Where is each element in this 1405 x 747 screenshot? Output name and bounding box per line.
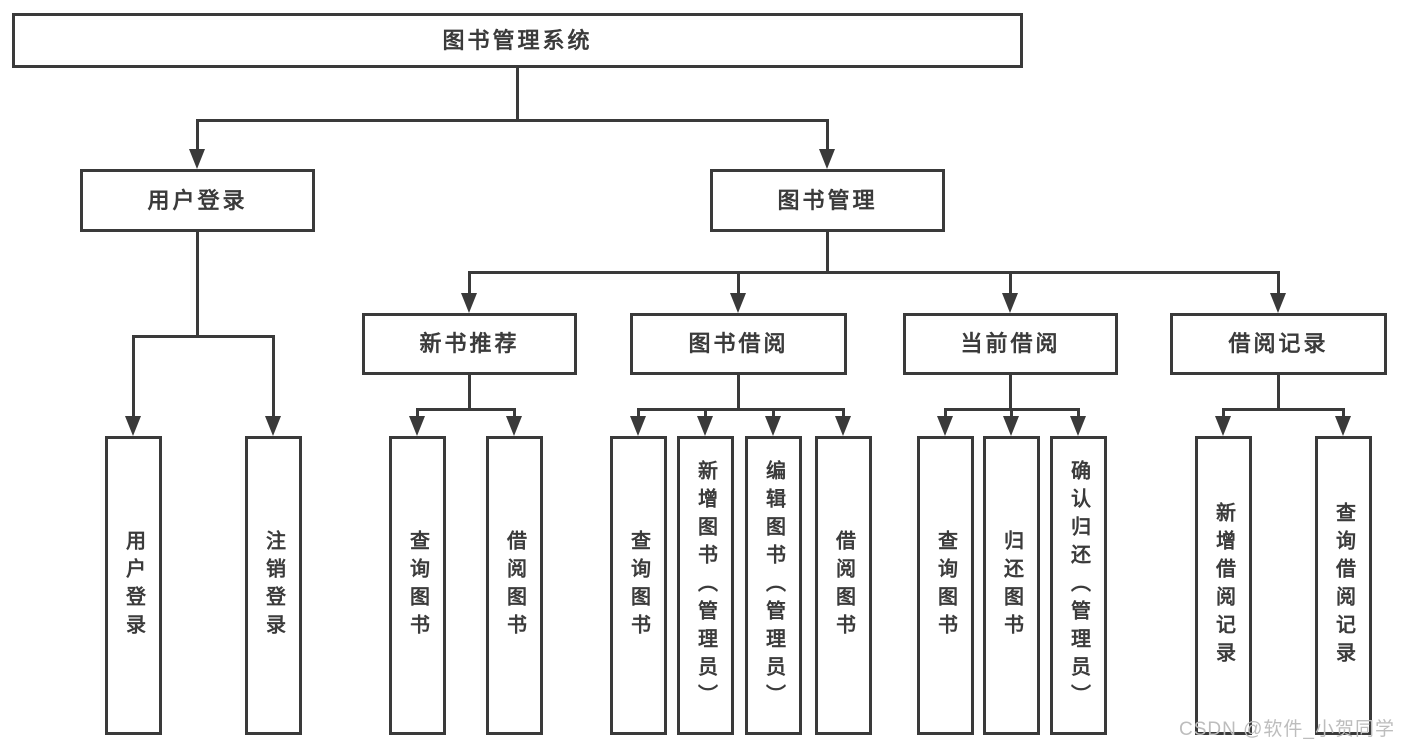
connector-vline: [944, 408, 947, 418]
leaf-recommend-borrow-books: 借阅图书: [486, 436, 543, 735]
connector-vline: [826, 232, 829, 274]
connector-hline: [196, 119, 829, 122]
connector-vline: [1010, 408, 1013, 418]
node-current-borrowing: 当前借阅: [903, 313, 1118, 375]
node-library-system: 图书管理系统: [12, 13, 1023, 68]
arrow-down-icon: [765, 416, 781, 436]
connector-vline: [1277, 271, 1280, 295]
node-book-management: 图书管理: [710, 169, 945, 232]
connector-hline: [468, 271, 1280, 274]
arrow-down-icon: [265, 416, 281, 436]
connector-vline: [513, 408, 516, 418]
connector-vline: [416, 408, 419, 418]
node-label: 用户登录: [147, 187, 248, 213]
connector-vline: [1342, 408, 1345, 418]
connector-vline: [272, 335, 275, 416]
arrow-down-icon: [1003, 416, 1019, 436]
leaf-records-query-record: 查询借阅记录: [1315, 436, 1372, 735]
connector-vline: [196, 232, 199, 335]
connector-vline: [637, 408, 640, 418]
leaf-borrowing-borrow-books: 借阅图书: [815, 436, 872, 735]
arrow-down-icon: [125, 416, 141, 436]
arrow-down-icon: [1335, 416, 1351, 436]
node-label: 当前借阅: [960, 331, 1061, 356]
node-user-login: 用户登录: [80, 169, 315, 232]
node-book-borrowing: 图书借阅: [630, 313, 847, 375]
node-label: 借阅记录: [1228, 331, 1329, 356]
connector-vline: [1277, 375, 1280, 411]
arrow-down-icon: [730, 293, 746, 313]
leaf-current-return-books: 归还图书: [983, 436, 1040, 735]
connector-vline: [1222, 408, 1225, 418]
leaf-user-login: 用户登录: [105, 436, 162, 735]
connector-hline: [1222, 408, 1345, 411]
arrow-down-icon: [506, 416, 522, 436]
arrow-down-icon: [461, 293, 477, 313]
node-label: 查询图书: [627, 529, 650, 642]
connector-vline: [132, 335, 135, 416]
connector-vline: [516, 68, 519, 122]
arrow-down-icon: [697, 416, 713, 436]
connector-vline: [772, 408, 775, 418]
connector-hline: [637, 408, 845, 411]
connector-vline: [468, 271, 471, 295]
arrow-down-icon: [937, 416, 953, 436]
arrow-down-icon: [189, 149, 205, 169]
arrow-down-icon: [1270, 293, 1286, 313]
connector-vline: [704, 408, 707, 418]
node-label: 编辑图书（管理员）: [762, 459, 785, 712]
arrow-down-icon: [409, 416, 425, 436]
leaf-borrowing-query-books: 查询图书: [610, 436, 667, 735]
node-label: 查询图书: [406, 529, 429, 642]
connector-vline: [826, 119, 829, 150]
arrow-down-icon: [819, 149, 835, 169]
leaf-logout: 注销登录: [245, 436, 302, 735]
leaf-borrowing-add-books-admin: 新增图书（管理员）: [677, 436, 734, 735]
connector-vline: [468, 375, 471, 411]
arrow-down-icon: [1002, 293, 1018, 313]
arrow-down-icon: [835, 416, 851, 436]
node-label: 用户登录: [122, 529, 145, 642]
node-label: 图书管理系统: [442, 27, 593, 53]
leaf-borrowing-edit-books-admin: 编辑图书（管理员）: [745, 436, 802, 735]
leaf-current-query-books: 查询图书: [917, 436, 974, 735]
connector-vline: [1009, 375, 1012, 411]
connector-vline: [1077, 408, 1080, 418]
connector-hline: [132, 335, 275, 338]
node-label: 归还图书: [1000, 529, 1023, 642]
node-label: 新增借阅记录: [1212, 501, 1235, 670]
node-borrowing-records: 借阅记录: [1170, 313, 1387, 375]
node-label: 借阅图书: [503, 529, 526, 642]
arrow-down-icon: [1070, 416, 1086, 436]
connector-vline: [842, 408, 845, 418]
connector-vline: [196, 119, 199, 150]
leaf-current-confirm-return-admin: 确认归还（管理员）: [1050, 436, 1107, 735]
node-label: 查询借阅记录: [1332, 501, 1355, 670]
csdn-watermark: CSDN @软件_小贺同学: [1179, 719, 1395, 740]
arrow-down-icon: [630, 416, 646, 436]
node-label: 查询图书: [934, 529, 957, 642]
node-new-book-recommendation: 新书推荐: [362, 313, 577, 375]
connector-hline: [416, 408, 516, 411]
connector-vline: [737, 375, 740, 411]
node-label: 确认归还（管理员）: [1067, 459, 1090, 712]
node-label: 新增图书（管理员）: [694, 459, 717, 712]
arrow-down-icon: [1215, 416, 1231, 436]
node-label: 图书借阅: [688, 331, 789, 356]
connector-vline: [1009, 271, 1012, 295]
node-label: 借阅图书: [832, 529, 855, 642]
node-label: 注销登录: [262, 529, 285, 642]
node-label: 新书推荐: [419, 331, 520, 356]
connector-vline: [737, 271, 740, 295]
node-label: 图书管理: [777, 187, 878, 213]
leaf-recommend-query-books: 查询图书: [389, 436, 446, 735]
leaf-records-add-record: 新增借阅记录: [1195, 436, 1252, 735]
